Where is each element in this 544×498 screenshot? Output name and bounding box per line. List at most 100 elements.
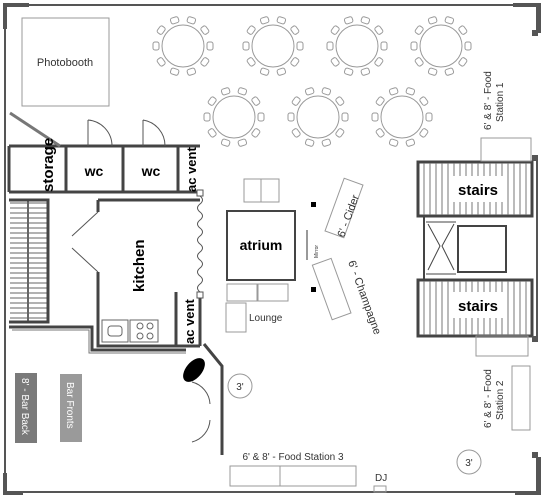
chair xyxy=(200,25,210,35)
chair xyxy=(375,96,385,106)
food-station-2-side-table xyxy=(511,365,531,431)
stand-top xyxy=(311,202,316,207)
chair xyxy=(220,138,231,147)
food-station-3-table xyxy=(229,465,357,487)
chair xyxy=(291,96,301,106)
chair xyxy=(458,25,468,35)
chair xyxy=(276,16,287,25)
food-station-1b-label: Station 1 xyxy=(495,82,506,122)
chair xyxy=(251,96,261,106)
mirror-label: Mirror xyxy=(314,245,320,258)
wc-right-label: wc xyxy=(141,163,161,179)
stairs-bottom-label: stairs xyxy=(458,298,498,315)
chair xyxy=(444,16,455,25)
right-wall-segments xyxy=(532,30,538,458)
chair xyxy=(419,96,429,106)
chair xyxy=(374,25,384,35)
chair xyxy=(343,67,354,76)
atrium-label: atrium xyxy=(240,237,283,253)
wc-left-label: wc xyxy=(84,163,104,179)
table-top xyxy=(251,24,295,68)
chair xyxy=(458,57,468,67)
chair xyxy=(380,41,388,51)
chair xyxy=(287,112,295,122)
chair xyxy=(425,112,433,122)
chair xyxy=(169,67,180,76)
chair xyxy=(220,87,231,96)
table-top xyxy=(335,24,379,68)
chair xyxy=(335,96,345,106)
photobooth-label: Photobooth xyxy=(37,57,93,69)
round-tables xyxy=(152,16,472,147)
right-wall-breaks xyxy=(534,35,540,455)
chair xyxy=(186,16,197,25)
table-top xyxy=(380,95,424,139)
chair xyxy=(296,41,304,51)
chair xyxy=(304,138,315,147)
round-table xyxy=(242,16,304,76)
chair xyxy=(343,16,354,25)
left-stair-walls xyxy=(9,198,50,324)
bar-partitions xyxy=(9,325,224,455)
round-table xyxy=(410,16,472,76)
food-station-2-label: 6' & 8' - Food xyxy=(483,369,494,428)
curtain xyxy=(196,189,204,299)
chair xyxy=(371,112,379,122)
cider-label: 6' - Cider xyxy=(336,193,363,239)
champagne-table xyxy=(311,257,352,321)
food-station-2-table xyxy=(475,335,529,357)
chair xyxy=(246,57,256,67)
chair xyxy=(290,25,300,35)
chair xyxy=(206,41,214,51)
bar-fronts-label: Bar Fronts xyxy=(64,382,75,429)
chair xyxy=(388,87,399,96)
ac-vent-top-label: ac vent xyxy=(184,147,199,192)
chair xyxy=(427,67,438,76)
chair xyxy=(374,57,384,67)
chair xyxy=(375,128,385,138)
round-table xyxy=(326,16,388,76)
chair xyxy=(330,25,340,35)
chair xyxy=(251,128,261,138)
chair xyxy=(186,67,197,76)
stairs-top-bg xyxy=(451,176,505,202)
corner-columns xyxy=(3,3,541,495)
chair xyxy=(330,57,340,67)
chair xyxy=(414,57,424,67)
storage-wc-block xyxy=(7,144,200,194)
kitchen-counter xyxy=(101,319,159,343)
mirror-bar xyxy=(306,230,308,260)
speaker-ellipse xyxy=(183,358,205,382)
atrium-small-tables xyxy=(225,178,289,333)
chair xyxy=(259,16,270,25)
bar-doors xyxy=(191,381,211,443)
bar-back-label: 8' - Bar Back xyxy=(19,378,30,436)
bar-back: 8' - Bar Back xyxy=(15,373,37,443)
bar-fronts: Bar Fronts xyxy=(60,374,82,442)
kitchen-label: kitchen xyxy=(131,239,148,292)
chair xyxy=(207,128,217,138)
champagne-label: 6' - Champagne xyxy=(345,259,383,336)
table-top xyxy=(296,95,340,139)
table-top xyxy=(212,95,256,139)
kitchen-door xyxy=(71,211,99,273)
chair xyxy=(152,41,160,51)
chair xyxy=(169,16,180,25)
chair xyxy=(321,138,332,147)
food-station-3-label: 6' & 8' - Food Station 3 xyxy=(242,452,344,463)
chair xyxy=(203,112,211,122)
wc-doors xyxy=(87,119,166,147)
chair xyxy=(405,87,416,96)
food-station-1-table xyxy=(480,137,532,162)
chair xyxy=(360,67,371,76)
dj-booth xyxy=(373,485,387,493)
cocktail-table-2: 3' xyxy=(456,449,482,475)
chair xyxy=(200,57,210,67)
chair xyxy=(335,128,345,138)
chair xyxy=(246,25,256,35)
photobooth: Photobooth xyxy=(21,17,110,107)
chair xyxy=(464,41,472,51)
lounge-label: Lounge xyxy=(249,313,283,324)
stairs-top-label: stairs xyxy=(458,182,498,199)
